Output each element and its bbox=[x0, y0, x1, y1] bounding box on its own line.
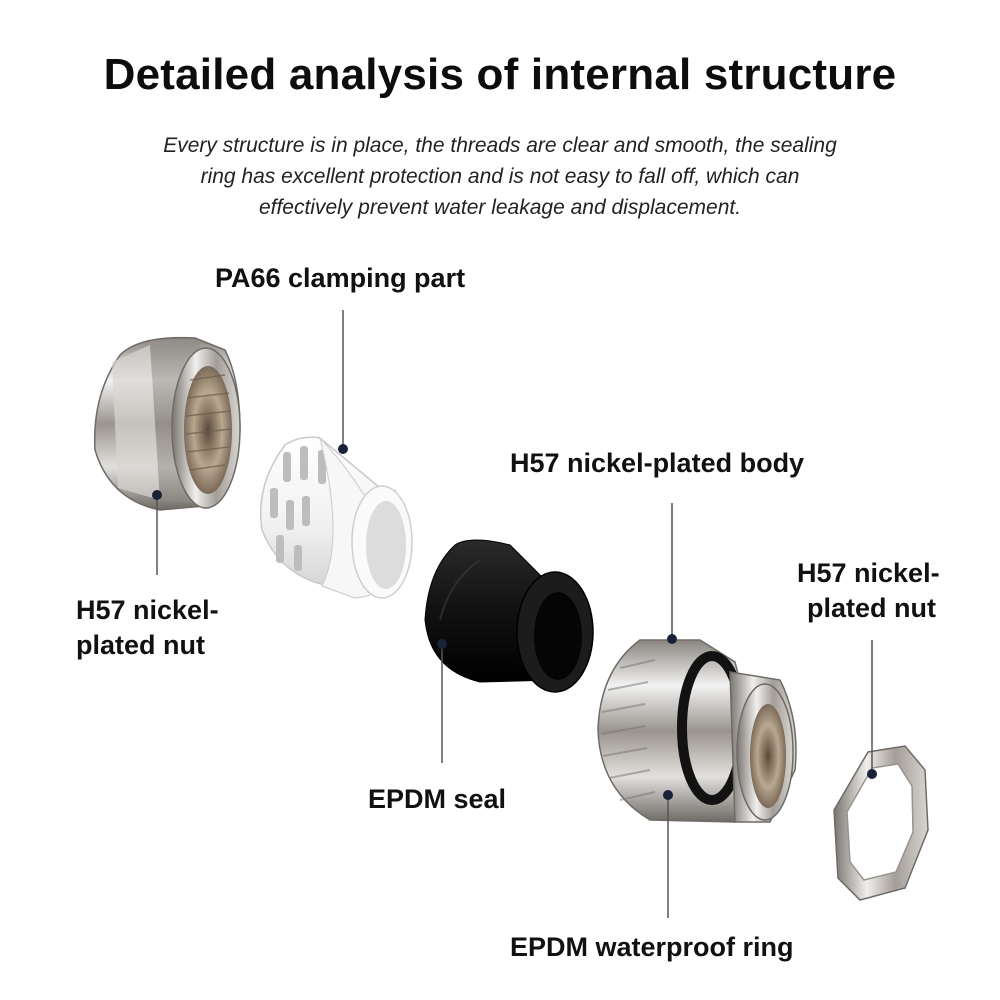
page-title: Detailed analysis of internal structure bbox=[103, 50, 897, 99]
description: Every structure is in place, the threads… bbox=[110, 130, 890, 223]
label-nut-right: H57 nickel- plated nut bbox=[797, 556, 940, 626]
description-line: ring has excellent protection and is not… bbox=[200, 165, 800, 188]
label-line: plated nut bbox=[807, 593, 936, 623]
label-waterproof-ring: EPDM waterproof ring bbox=[510, 932, 794, 962]
callout-lines bbox=[156, 310, 873, 918]
label-line: plated nut bbox=[76, 630, 205, 660]
lock-nut bbox=[833, 745, 929, 901]
description-line: Every structure is in place, the threads… bbox=[163, 134, 837, 157]
nickel-plated-body bbox=[597, 639, 797, 823]
label-body: H57 nickel-plated body bbox=[510, 448, 805, 478]
callout-dot bbox=[867, 769, 877, 779]
pa66-clamping-part bbox=[259, 435, 413, 599]
callout-dot bbox=[152, 490, 162, 500]
label-nut-left: H57 nickel- plated nut bbox=[76, 593, 219, 663]
callout-dot bbox=[667, 634, 677, 644]
label-clamping-part: PA66 clamping part bbox=[215, 263, 466, 293]
label-line: H57 nickel- bbox=[797, 558, 940, 588]
nickel-plated-cap-nut bbox=[93, 336, 241, 511]
callout-dot bbox=[338, 444, 348, 454]
callout-dots bbox=[152, 444, 877, 800]
callout-dot bbox=[437, 639, 447, 649]
label-seal: EPDM seal bbox=[368, 784, 507, 814]
callout-dot bbox=[663, 790, 673, 800]
description-line: effectively prevent water leakage and di… bbox=[258, 196, 742, 219]
label-line: H57 nickel- bbox=[76, 595, 219, 625]
epdm-seal bbox=[424, 539, 594, 693]
